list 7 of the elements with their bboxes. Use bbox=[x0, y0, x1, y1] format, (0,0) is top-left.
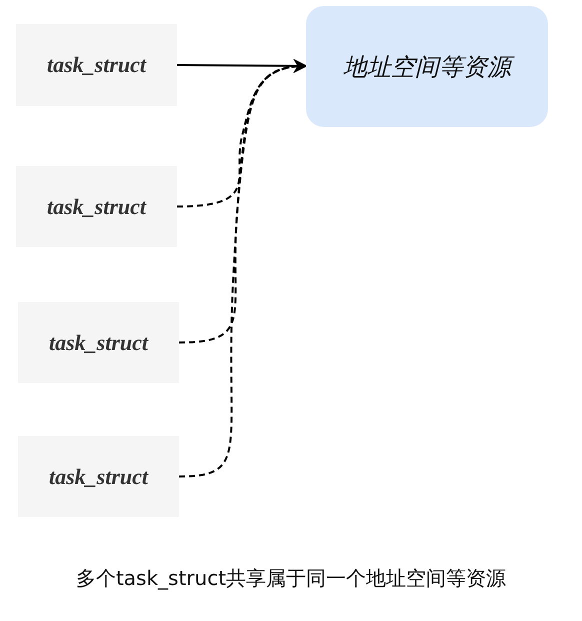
resource-box: 地址空间等资源 bbox=[306, 6, 548, 127]
process-box: task_struct bbox=[16, 166, 177, 247]
arrow bbox=[178, 60, 308, 478]
process-box: task_struct bbox=[16, 24, 177, 106]
process-box: task_struct bbox=[18, 436, 179, 517]
process-box: task_struct bbox=[18, 302, 179, 383]
caption: 多个task_struct共享属于同一个地址空间等资源 bbox=[74, 565, 508, 592]
